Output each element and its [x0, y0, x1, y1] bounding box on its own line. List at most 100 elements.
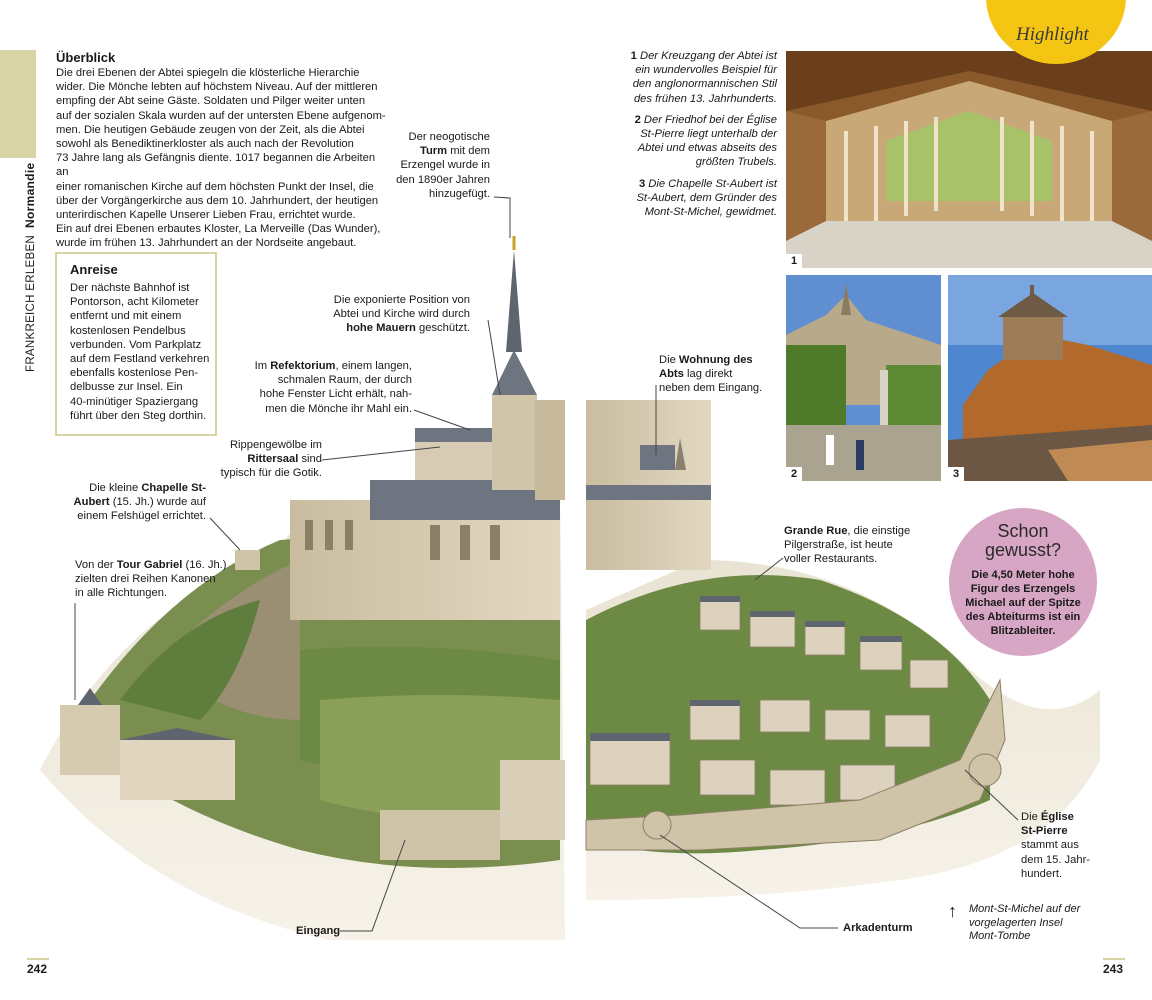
ueberblick-line: über der Vorgängerkirche aus dem 10. Jah… [56, 194, 379, 207]
schon-line: Michael auf der Spitze [965, 597, 1081, 609]
ueberblick-line: unterirdischen Kapelle Unserer Lieben Fr… [56, 209, 356, 222]
schon-gewusst-badge [949, 508, 1097, 656]
callout-line: sind [298, 453, 322, 466]
ueberblick-line: wurde im frühen 13. Jahrhundert an der N… [56, 237, 357, 250]
schon-gewusst-body: Die 4,50 Meter hohe Figur des Erzengels … [962, 568, 1084, 638]
photo-captions: 1 Der Kreuzgang der Abtei ist ein wunder… [612, 49, 777, 226]
mont-st-michel-caption: Mont-St-Michel auf der vorgelagerten Ins… [969, 903, 1099, 944]
photo-cemetery: 2 [786, 275, 941, 481]
page-number-left: 242 [27, 962, 48, 976]
caption-line: Die Chapelle St-Aubert ist [648, 177, 777, 190]
ueberblick-line: men. Die heutigen Gebäude zeugen von der… [56, 123, 365, 136]
callout-line: schmalen Raum, der durch [277, 374, 412, 387]
mont-caption-line: Mont-St-Michel auf der [969, 903, 1081, 915]
caption-number: 2 [634, 113, 641, 126]
photo-cloister: 1 [786, 51, 1152, 268]
callout-bold: hohe Mauern [346, 322, 416, 335]
anreise-line: Pontorson, acht Kilometer [70, 296, 199, 309]
ueberblick-line: wider. Die Mönche lebten auf höchstem Ni… [56, 81, 378, 94]
callout-line: geschützt. [415, 322, 470, 335]
cloister-image [786, 51, 1152, 268]
callout-bold: Tour Gabriel [116, 559, 183, 571]
schon-title-line: gewusst? [984, 540, 1062, 560]
caption-line: ein wundervolles Beispiel für [635, 64, 777, 77]
schon-title-line: Schon [997, 521, 1049, 541]
callout-line: Von der [75, 559, 117, 571]
callout-rittersaal: Rippengewölbe im Rittersaal sind typisch… [208, 438, 322, 481]
callout-tour-gabriel: Von der Tour Gabriel (16. Jh.) zielten d… [75, 558, 235, 601]
callout-line: in alle Richtungen. [75, 587, 168, 600]
ueberblick-line: einer romanischen Kirche auf dem höchste… [56, 180, 374, 193]
caption-line: des frühen 13. Jahrhunderts. [633, 92, 777, 105]
page-number-right: 243 [1103, 962, 1124, 976]
chapelle-image [948, 275, 1152, 481]
caption-line: Abtei und etwas abseits des [637, 142, 777, 155]
callout-line: einem Felshügel errichtet. [77, 510, 206, 523]
callout-turm: Der neogotische Turm mit dem Erzengel wu… [386, 130, 490, 201]
photo-caption-1: 1 Der Kreuzgang der Abtei ist ein wunder… [612, 49, 777, 106]
callout-line: neben dem Eingang. [659, 382, 763, 395]
callout-line: , die einstige [847, 525, 911, 537]
callout-line: hohe Fenster Licht erhält, nah- [259, 388, 412, 401]
ueberblick-body: Die drei Ebenen der Abtei spiegeln die k… [56, 66, 386, 251]
anreise-line: führt über den Steg dorthin. [70, 409, 207, 422]
leader-lines [74, 196, 1019, 932]
callout-line: voller Restaurants. [784, 553, 878, 566]
callout-line: typisch für die Gotik. [220, 467, 322, 480]
mont-caption-line: Mont-Tombe [969, 930, 1031, 942]
callout-line: dem 15. Jahr- [1021, 853, 1091, 866]
callout-bold: Chapelle St- [141, 482, 206, 494]
photo-number: 1 [786, 254, 803, 268]
highlight-label: Highlight [1016, 24, 1089, 45]
callout-bold: St-Pierre [1021, 825, 1068, 838]
callout-eingang: Eingang [296, 925, 341, 937]
anreise-line: 40-minütiger Spaziergang [70, 395, 199, 408]
anreise-title: Anreise [70, 262, 118, 277]
anreise-body: Der nächste Bahnhof ist Pontorson, acht … [70, 281, 215, 423]
caption-line: St-Aubert, dem Gründer des [636, 191, 777, 204]
caption-line: den anglonormannischen Stil [632, 78, 777, 91]
callout-line: (16. Jh.) [182, 559, 227, 571]
side-tab [0, 50, 36, 158]
caption-line: Der Kreuzgang der Abtei ist [639, 50, 777, 62]
callout-line: mit dem [447, 145, 490, 158]
anreise-line: auf dem Festland verkehren [70, 353, 210, 366]
ueberblick-line: Ein auf drei Ebenen erbautes Kloster, La… [56, 223, 381, 236]
callout-line: Rippengewölbe im [229, 439, 322, 451]
caption-number: 1 [630, 50, 637, 62]
callout-line: lag direkt [683, 368, 733, 381]
callout-line: Erzengel wurde in [400, 159, 490, 172]
callout-bold: Grande Rue [784, 525, 848, 537]
caption-line: Mont-St-Michel, gewidmet. [644, 206, 777, 219]
callout-bold: Rittersaal [247, 453, 299, 466]
callout-line: Pilgerstraße, ist heute [784, 539, 893, 552]
ueberblick-title: Überblick [56, 50, 116, 65]
callout-line: Die exponierte Position von [333, 294, 470, 306]
callout-line: hundert. [1021, 867, 1063, 880]
ueberblick-line: Die drei Ebenen der Abtei spiegeln die k… [56, 67, 360, 79]
anreise-line: kostenlosen Pendelbus [70, 324, 186, 337]
ueberblick-line: auf der sozialen Skala wurden auf der un… [56, 109, 386, 122]
callout-grande-rue: Grande Rue, die einstige Pilgerstraße, i… [784, 524, 924, 567]
callout-line: Im [254, 360, 271, 372]
callout-line: zielten drei Reihen Kanonen [75, 573, 216, 586]
callout-line: den 1890er Jahren [396, 173, 490, 186]
ueberblick-line: empfing der Abt seine Gäste. Soldaten un… [56, 95, 366, 108]
callout-bold: Église [1040, 811, 1074, 823]
callout-line: Abtei und Kirche wird durch [333, 308, 470, 321]
anreise-line: delbusse zur Insel. Ein [70, 381, 183, 394]
anreise-line: entfernt und mit einem [70, 310, 182, 323]
caption-line: Der Friedhof bei der Église [643, 113, 777, 126]
anreise-line: Der nächste Bahnhof ist [70, 282, 190, 294]
illustration-left-half [40, 236, 565, 940]
callout-eglise-st-pierre: Die Église St-Pierre stammt aus dem 15. … [1021, 810, 1101, 881]
callout-line: , einem langen, [335, 360, 413, 372]
anreise-line: ebenfalls kostenlose Pen- [70, 367, 199, 380]
photo-caption-3: 3 Die Chapelle St-Aubert ist St-Aubert, … [612, 177, 777, 220]
cemetery-image [786, 275, 941, 481]
callout-line: stammt aus [1021, 839, 1079, 852]
callout-bold: Abts [659, 368, 684, 381]
callout-bold: Wohnung des [678, 354, 753, 366]
caption-line: St-Pierre liegt unterhalb der [640, 128, 777, 141]
callout-chapelle-st-aubert: Die kleine Chapelle St- Aubert (15. Jh.)… [64, 481, 206, 524]
